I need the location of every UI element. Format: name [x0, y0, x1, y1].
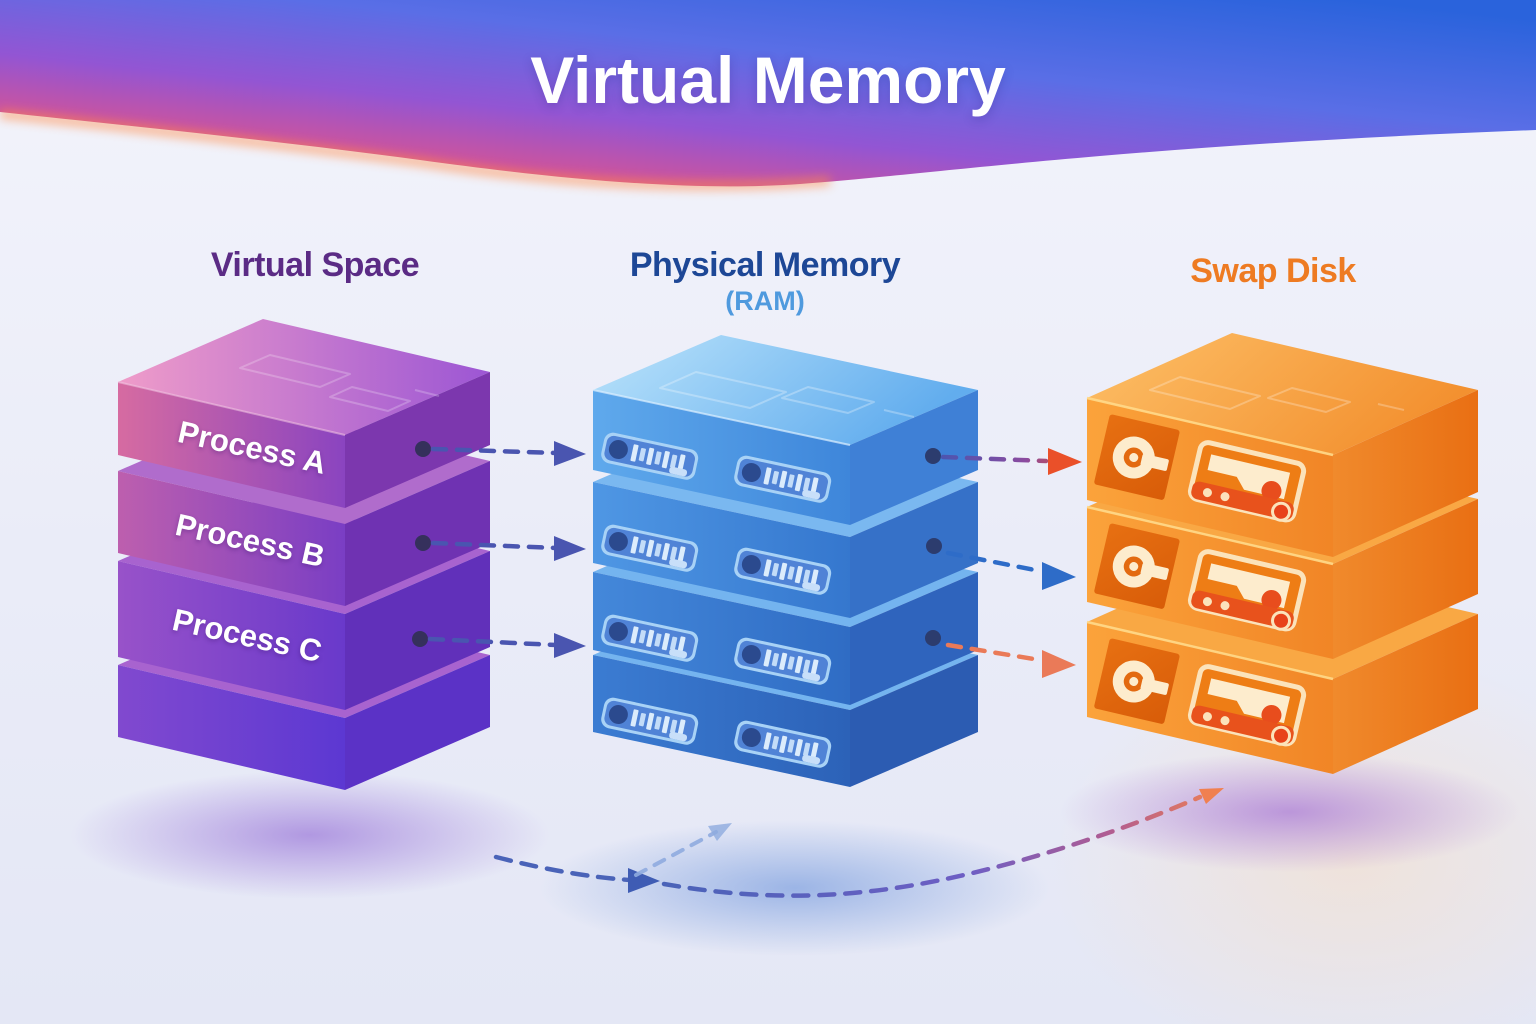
- swap-slab-1: [1086, 333, 1478, 557]
- swap-stack-shadow: [1060, 752, 1520, 872]
- arrowhead: [1048, 448, 1082, 475]
- swap-curve-left: [493, 854, 633, 883]
- swap-curve-right-arrowhead: [1199, 788, 1224, 804]
- virtual-stack: [117, 319, 490, 790]
- arrowhead: [554, 536, 586, 561]
- mapping-dot: [925, 448, 941, 464]
- column-header-virtual-space: Virtual Space: [210, 246, 420, 284]
- virtual-slab-1: [117, 319, 490, 508]
- swap-curve-to-disk: [661, 794, 1203, 898]
- mapping-dot: [925, 630, 941, 646]
- arrow-virtual-to-physical-1: [430, 446, 559, 456]
- banner: [0, 0, 1536, 190]
- arrow-physical-to-swap-1: [940, 454, 1049, 464]
- page-title: Virtual Memory: [530, 43, 1006, 117]
- physical-stack-shadow: [540, 820, 1050, 956]
- banner-orange-fringe: [0, 109, 831, 190]
- arrowhead: [554, 441, 586, 466]
- circuit-traces: [239, 354, 440, 412]
- mapping-dot: [415, 441, 431, 457]
- arrow-virtual-to-physical-3: [427, 636, 559, 648]
- swap-stack: [1086, 333, 1478, 774]
- mapping-dot: [415, 535, 431, 551]
- arrowhead: [554, 633, 586, 658]
- swap-branch-to-ram: [634, 830, 718, 877]
- circuit-traces: [1149, 376, 1405, 413]
- circuit-traces: [659, 371, 915, 418]
- physical-memory-label: Physical Memory: [629, 246, 901, 284]
- swap-curve-arrows: [493, 788, 1224, 898]
- arrowhead: [1042, 650, 1076, 678]
- arrow-physical-to-swap-2: [945, 550, 1043, 574]
- ram-sublabel: (RAM): [725, 285, 805, 316]
- physical-stack: [592, 335, 978, 787]
- mapping-arrows: [412, 441, 1082, 678]
- arrow-physical-to-swap-3: [945, 642, 1043, 663]
- physical-slab-1: [592, 335, 978, 525]
- column-header-swap-disk: Swap Disk: [1190, 252, 1356, 290]
- arrow-virtual-to-physical-2: [430, 540, 559, 551]
- swap-branch-arrowhead: [708, 823, 732, 841]
- mapping-dot: [926, 538, 942, 554]
- arrowhead: [1042, 562, 1076, 590]
- column-header-physical-memory: Physical Memory (RAM): [590, 246, 940, 316]
- mapping-dot: [412, 631, 428, 647]
- virtual-stack-shadow: [70, 771, 550, 899]
